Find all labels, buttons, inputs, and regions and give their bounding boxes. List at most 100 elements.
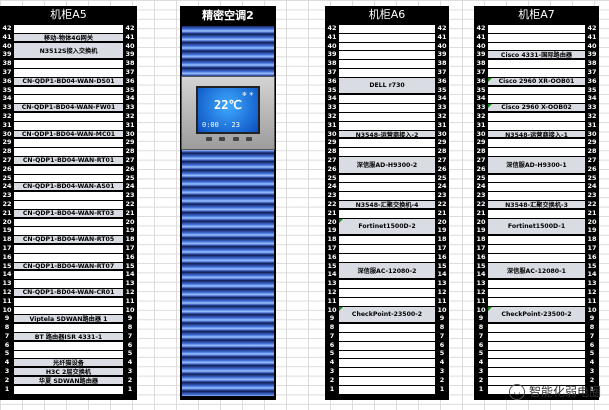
- rack-slot[interactable]: [14, 323, 123, 332]
- rack-slot[interactable]: [488, 32, 585, 42]
- rack-device[interactable]: Cisco 4331-国际路由器: [488, 50, 585, 60]
- rack-slot[interactable]: [339, 191, 435, 200]
- rack-slot[interactable]: [488, 349, 585, 359]
- rack-slot[interactable]: [339, 384, 435, 394]
- rack-slot[interactable]: [339, 32, 435, 42]
- rack-slot[interactable]: [488, 138, 585, 148]
- rack-slot[interactable]: [339, 173, 435, 183]
- rack-slot[interactable]: [488, 235, 585, 244]
- rack-slot[interactable]: [339, 279, 435, 288]
- rack-slot[interactable]: [14, 147, 123, 156]
- rack-device[interactable]: BT 路由器ISR 4331-1: [14, 332, 123, 341]
- rack-device[interactable]: 深信服AC-12080-2: [339, 261, 435, 280]
- rack-slot[interactable]: [488, 112, 585, 121]
- rack-slot[interactable]: [339, 358, 435, 368]
- rack-slot[interactable]: [488, 288, 585, 297]
- rack-slot[interactable]: [488, 376, 585, 385]
- rack-slot[interactable]: [14, 94, 123, 104]
- rack-device[interactable]: CN-QDP1-BD04-WAN-DS01: [14, 76, 123, 86]
- rack-device[interactable]: 移动-物体4G网关: [14, 32, 123, 42]
- rack-slot[interactable]: [14, 173, 123, 183]
- rack-device[interactable]: N3548-运营商接入-1: [488, 129, 585, 139]
- rack-slot[interactable]: [14, 384, 123, 394]
- rack-slot[interactable]: [14, 305, 123, 315]
- rack-slot[interactable]: [14, 120, 123, 130]
- ac-buttons[interactable]: [206, 137, 252, 143]
- rack-slot[interactable]: [339, 68, 435, 77]
- rack-device[interactable]: 光纤猫设备: [14, 358, 123, 368]
- rack-slot[interactable]: [488, 94, 585, 104]
- rack-slot[interactable]: [339, 252, 435, 262]
- rack-slot[interactable]: [488, 384, 585, 394]
- rack-slot[interactable]: [488, 244, 585, 253]
- rack-slot[interactable]: [14, 217, 123, 227]
- rack-slot[interactable]: [488, 173, 585, 183]
- rack-slot[interactable]: [488, 358, 585, 368]
- rack-slot[interactable]: [339, 235, 435, 244]
- rack-device[interactable]: CN-QDP1-BD04-WAN-RT03: [14, 208, 123, 218]
- rack-slot[interactable]: [488, 68, 585, 77]
- rack-slot[interactable]: [339, 208, 435, 218]
- rack-slot[interactable]: [14, 164, 123, 174]
- rack-slot[interactable]: [488, 24, 585, 33]
- rack-slot[interactable]: [488, 296, 585, 306]
- rack-slot[interactable]: [339, 103, 435, 112]
- rack-slot[interactable]: [14, 349, 123, 359]
- rack-slot[interactable]: [339, 323, 435, 332]
- rack-device[interactable]: CheckPoint-23500-2: [339, 305, 435, 324]
- rack-device[interactable]: N3548-运营商接入-2: [339, 129, 435, 139]
- rack-slot[interactable]: [488, 41, 585, 51]
- rack-slot[interactable]: [488, 208, 585, 218]
- rack-slot[interactable]: [488, 252, 585, 262]
- rack-device[interactable]: CN-QDP1-BD04-WAN-RT05: [14, 235, 123, 244]
- rack-slot[interactable]: [14, 244, 123, 253]
- rack-slot[interactable]: [339, 120, 435, 130]
- rack-slot[interactable]: [488, 59, 585, 68]
- rack-slot[interactable]: [339, 50, 435, 60]
- rack-device[interactable]: CN-QDP1-BD04-WAN-MC01: [14, 129, 123, 139]
- rack-device[interactable]: Fortinet1500D-2: [339, 217, 435, 236]
- rack-device[interactable]: N3512S接入交换机: [14, 41, 123, 60]
- rack-device[interactable]: CN-QDP1-BD04-WAN-RT01: [14, 156, 123, 165]
- rack-slot[interactable]: [14, 112, 123, 121]
- rack-device[interactable]: 华夏 SDWAN路由器: [14, 376, 123, 385]
- ac-control-panel[interactable]: ❄ ☀ 22℃ 0:00 · 23: [181, 76, 275, 150]
- rack-slot[interactable]: [14, 270, 123, 280]
- rack-device[interactable]: CN-QDP1-BD04-WAN-FW01: [14, 103, 123, 112]
- rack-slot[interactable]: [339, 24, 435, 33]
- rack-slot[interactable]: [488, 85, 585, 95]
- rack-slot[interactable]: [488, 120, 585, 130]
- rack-device[interactable]: CN-QDP1-BD04-WAN-AS01: [14, 182, 123, 192]
- rack-slot[interactable]: [488, 367, 585, 376]
- rack-device[interactable]: Cisco 2960 X-OOB02: [488, 103, 585, 112]
- rack-slot[interactable]: [488, 182, 585, 192]
- rack-slot[interactable]: [339, 147, 435, 156]
- rack-slot[interactable]: [339, 376, 435, 385]
- rack-device[interactable]: 深信服AD-H9300-2: [339, 156, 435, 174]
- rack-slot[interactable]: [14, 191, 123, 200]
- rack-slot[interactable]: [339, 94, 435, 104]
- rack-slot[interactable]: [14, 296, 123, 306]
- rack-slot[interactable]: [339, 349, 435, 359]
- rack-device[interactable]: Fortinet1500D-1: [488, 217, 585, 236]
- rack-slot[interactable]: [488, 191, 585, 200]
- rack-slot[interactable]: [14, 279, 123, 288]
- rack-slot[interactable]: [14, 68, 123, 77]
- rack-slot[interactable]: [339, 296, 435, 306]
- rack-device[interactable]: CheckPoint-23500-2: [488, 305, 585, 324]
- rack-slot[interactable]: [339, 41, 435, 51]
- rack-device[interactable]: H3C 2层交换机: [14, 367, 123, 376]
- rack-slot[interactable]: [14, 24, 123, 33]
- rack-device[interactable]: 深信服AD-H9300-1: [488, 156, 585, 174]
- rack-slot[interactable]: [14, 138, 123, 148]
- rack-slot[interactable]: [488, 279, 585, 288]
- rack-slot[interactable]: [339, 138, 435, 148]
- rack-slot[interactable]: [488, 340, 585, 350]
- rack-device[interactable]: 深信服AC-12080-1: [488, 261, 585, 280]
- rack-slot[interactable]: [339, 340, 435, 350]
- rack-device[interactable]: CN-QDP1-BD04-WAN-CR01: [14, 288, 123, 297]
- rack-slot[interactable]: [14, 59, 123, 68]
- rack-slot[interactable]: [339, 288, 435, 297]
- rack-device[interactable]: CN-QDP1-BD04-WAN-RT07: [14, 261, 123, 271]
- rack-device[interactable]: DELL r730: [339, 76, 435, 95]
